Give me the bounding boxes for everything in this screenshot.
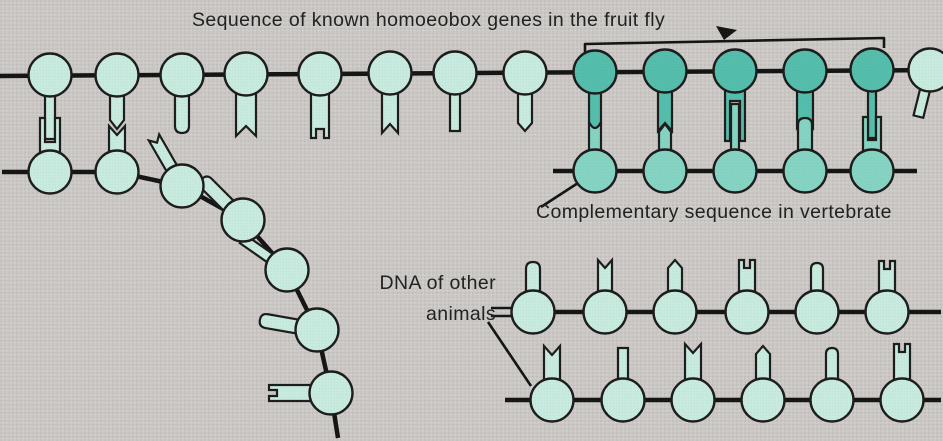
gene-circle-dark xyxy=(572,49,618,95)
gene-circle-dark xyxy=(642,48,688,94)
gene-circle-light xyxy=(879,377,925,423)
gene-circle-light xyxy=(864,289,910,335)
gene-circle-light xyxy=(308,370,354,416)
gene-circle-light xyxy=(510,289,556,335)
gene-circle-medium xyxy=(849,148,895,194)
gene-circle-light xyxy=(529,377,575,423)
dna-other-animals-line1: DNA of other xyxy=(379,272,496,294)
gene-circle-light xyxy=(600,377,646,423)
gene-circle-light xyxy=(367,50,413,96)
gene-circle-medium xyxy=(642,148,688,194)
gene-circle-dark xyxy=(849,47,895,93)
complementary-label: Complementary sequence in vertebrate xyxy=(536,201,892,223)
gene-circle-light xyxy=(809,377,855,423)
gene-circle-light xyxy=(432,50,478,96)
gene-circle-light xyxy=(582,289,628,335)
gene-circle-light xyxy=(670,377,716,423)
gene-circle-dark xyxy=(712,48,758,94)
peg-tab xyxy=(729,102,741,157)
gene-circle-medium xyxy=(782,148,828,194)
peg-tab xyxy=(43,89,57,141)
gene-circle-light xyxy=(794,289,840,335)
figure-title: Sequence of known homoeobox genes in the… xyxy=(192,9,666,31)
peg-tab xyxy=(866,84,878,140)
gene-circle-light xyxy=(294,307,340,353)
gene-circle-dark xyxy=(782,48,828,94)
gene-circle-medium xyxy=(572,148,618,194)
gene-circle-light xyxy=(94,52,140,98)
gene-circle-light xyxy=(220,197,266,243)
gene-circle-light xyxy=(740,377,786,423)
gene-circle-light xyxy=(297,51,343,97)
gene-circle-light xyxy=(27,149,73,195)
gene-circle-light xyxy=(27,52,73,98)
gene-circle-light xyxy=(159,163,205,209)
gene-circle-light xyxy=(223,51,269,97)
dna-other-animals-label: DNA of other animals xyxy=(366,268,496,330)
gene-circle-light xyxy=(652,289,698,335)
gene-circle-light xyxy=(724,289,770,335)
gene-circle-medium xyxy=(712,148,758,194)
gene-circle-light xyxy=(907,47,943,93)
gene-circle-light xyxy=(502,50,548,96)
gene-circle-light xyxy=(159,52,205,98)
dna-other-animals-line2: animals xyxy=(426,303,496,325)
gene-circle-light xyxy=(264,247,310,293)
gene-circle-light xyxy=(94,149,140,195)
